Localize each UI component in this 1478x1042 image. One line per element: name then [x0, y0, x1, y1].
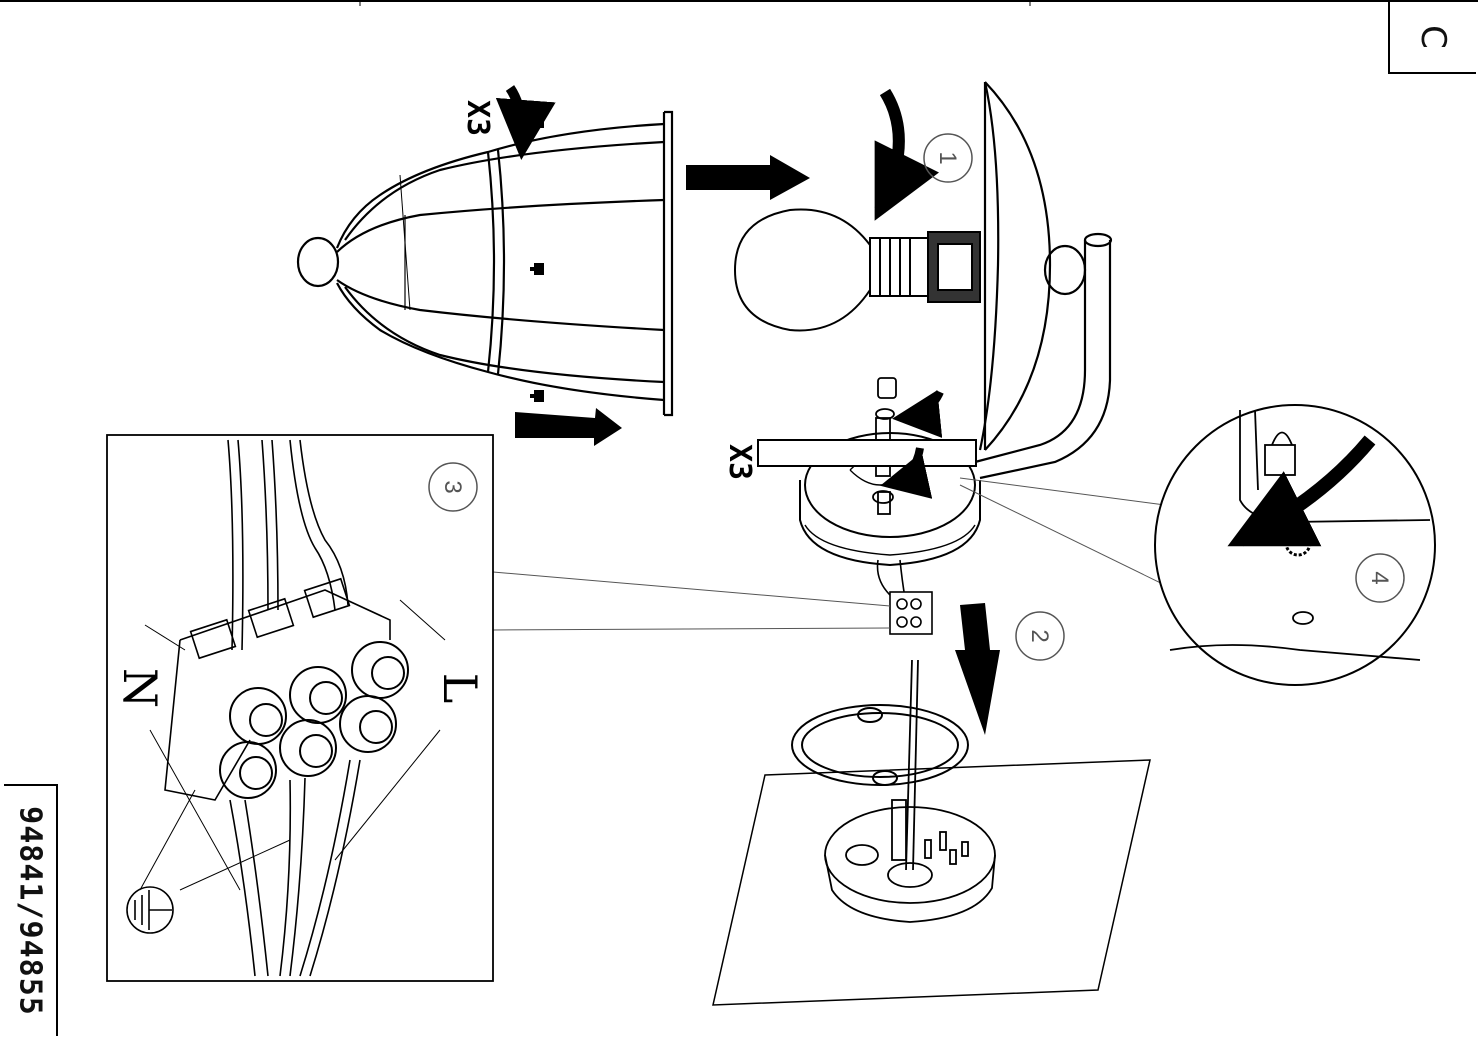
svg-text:4: 4 [1366, 571, 1393, 584]
wire-connector [876, 559, 933, 635]
mounting-bar [757, 439, 977, 467]
svg-text:2: 2 [1026, 629, 1053, 642]
live-label: L [433, 673, 487, 704]
svg-text:3: 3 [439, 480, 466, 493]
down-arrow-icon [955, 603, 1000, 735]
insert-arrow-icon [874, 88, 940, 221]
cage-screw-icon [530, 116, 544, 402]
junction-box [824, 659, 996, 923]
move-arrow-icon [515, 155, 810, 446]
neutral-label: N [113, 668, 167, 708]
zoom-lines [492, 477, 1176, 631]
step-1-marker: 1 [923, 133, 973, 183]
nut-arrow-icon [892, 390, 944, 438]
model-number-box: 94841/94855 [4, 784, 58, 1036]
step-3-marker: 3 [428, 462, 478, 512]
lamp-cage [296, 110, 674, 417]
washer-arrow-icon [1227, 435, 1376, 547]
step-2-marker: 2 [1015, 611, 1065, 661]
lamp-arm [974, 232, 1113, 480]
mounting-ring [791, 704, 969, 786]
bolt-arrow-icon [880, 447, 933, 499]
rotate-arrow-icon [495, 85, 556, 160]
cage-screw-quantity: X3 [460, 100, 495, 136]
terminal-detail-box: 3 N L [106, 434, 494, 982]
svg-text:1: 1 [934, 151, 961, 164]
section-label-box: C [1388, 2, 1476, 74]
model-number: 94841/94855 [12, 806, 48, 1016]
light-bulb [733, 208, 981, 332]
bolt-detail-circle: 4 [1154, 404, 1436, 686]
lamp-shade [978, 81, 1052, 451]
nut-quantity: X3 [722, 444, 757, 480]
step-4-marker: 4 [1355, 553, 1405, 603]
earth-ground-icon [126, 886, 174, 934]
section-letter: C [1413, 25, 1453, 49]
wall-surface [712, 759, 1151, 1006]
